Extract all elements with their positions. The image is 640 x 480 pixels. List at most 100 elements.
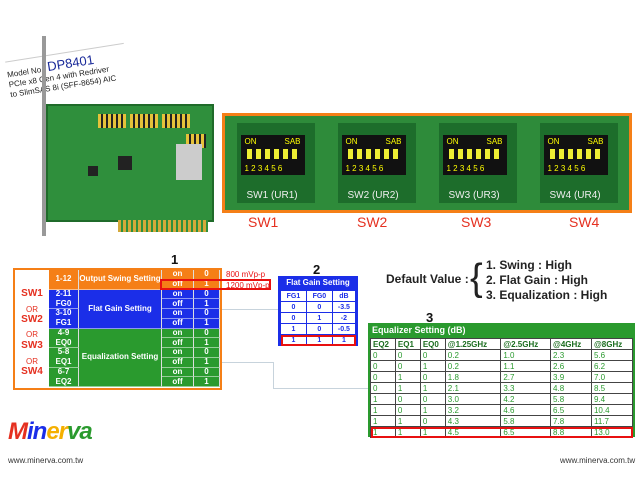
switch-name-2: SW2 (357, 214, 388, 230)
switch-label-sw4: SW4 (21, 366, 43, 377)
flat-gain-cell: -3.5 (331, 301, 357, 313)
website-left[interactable]: www.minerva.com.tw (8, 456, 84, 465)
equalizer-cell: @4GHz (550, 338, 592, 350)
dip-numbers: 1 2 3 4 5 6 (446, 164, 485, 173)
equalizer-cell: 1 (370, 426, 396, 438)
equalizer-cell: EQ2 (370, 338, 396, 350)
group-flat-gain-setting: Flat Gain Setting (79, 289, 162, 329)
state-cell: off (162, 377, 194, 387)
switch-board-label: SW4 (UR4) (549, 190, 601, 201)
swing-note-800: 800 mVp-p (226, 270, 266, 279)
flat-gain-cell: 1 (305, 334, 333, 346)
flat-gain-cell: FG0 (305, 290, 333, 302)
equalizer-cell: 13.0 (590, 426, 634, 438)
value-cell: 0 (194, 347, 220, 358)
or-label: OR (26, 357, 38, 366)
equalizer-cell: 0.2 (444, 360, 502, 372)
pin-signal: EQ0 (55, 337, 72, 347)
equalizer-cell: 4.6 (500, 404, 552, 416)
pin-number: 2-11 (55, 288, 72, 298)
or-label: OR (26, 305, 38, 314)
dip-on-label: ON (446, 137, 459, 146)
equalizer-cell: 1 (394, 382, 421, 394)
default-value-label: Default Value : (386, 272, 469, 286)
flat-gain-cell: 0 (280, 312, 307, 324)
equalizer-cell: 5.6 (590, 349, 634, 361)
equalizer-cell: 8.8 (550, 426, 592, 438)
state-cell: off (162, 338, 194, 348)
equalizer-cell: 7.8 (550, 415, 592, 427)
equalizer-cell: 1 (419, 360, 446, 372)
equalizer-cell: 4.3 (444, 415, 502, 427)
equalizer-cell: 0 (370, 371, 396, 383)
website-right[interactable]: www.minerva.com.tw (560, 456, 636, 465)
switch-name-3: SW3 (461, 214, 492, 230)
equalizer-cell: 1 (394, 371, 421, 383)
flat-gain-cell: 0 (305, 301, 333, 313)
equalizer-cell: 1 (370, 415, 396, 427)
state-cell: off (162, 299, 194, 309)
dip-levers (448, 149, 501, 159)
equalizer-cell: 6.5 (500, 426, 552, 438)
marker-2: 2 (313, 262, 321, 277)
switch-label-sw3: SW3 (21, 340, 43, 351)
value-cell: 1 (194, 377, 220, 387)
switch-board-label: SW2 (UR2) (347, 190, 399, 201)
value-cell: 0 (194, 328, 220, 339)
equalizer-cell: 3.2 (444, 404, 502, 416)
dip-numbers: 1 2 3 4 5 6 (345, 164, 384, 173)
dip-numbers: 1 2 3 4 5 6 (547, 164, 586, 173)
equalizer-cell: 0 (419, 393, 446, 405)
pcb-board-image (42, 36, 214, 236)
dip-sab-label: SAB (385, 137, 402, 146)
flat-gain-cell: dB (331, 290, 357, 302)
equalizer-cell: @2.5GHz (500, 338, 552, 350)
flat-gain-cell: -2 (331, 312, 357, 324)
marker-1: 1 (171, 252, 179, 267)
pin-signal: FG0 (55, 298, 72, 308)
pin-number: 4-9 (57, 327, 70, 337)
equalizer-cell: 3.9 (550, 371, 592, 383)
switch-name-4: SW4 (569, 214, 600, 230)
equalizer-cell: 11.7 (590, 415, 634, 427)
equalizer-cell: 1.8 (444, 371, 502, 383)
default-flat-gain: 2. Flat Gain : High (486, 273, 589, 287)
pin-signal: EQ1 (55, 357, 72, 367)
equalizer-cell: 1 (370, 393, 396, 405)
dip-sab-label: SAB (587, 137, 604, 146)
equalizer-cell: 1 (370, 404, 396, 416)
equalizer-cell: 0 (370, 382, 396, 394)
flat-gain-cell: 1 (280, 334, 307, 346)
switch-name-1: SW1 (248, 214, 279, 230)
flat-gain-cell: 1 (280, 323, 307, 335)
group-output-swing-setting: Output Swing Setting (79, 270, 162, 290)
equalizer-cell: 0 (394, 393, 421, 405)
switch-board-label: SW1 (UR1) (246, 190, 298, 201)
default-values: 1. Swing : High 2. Flat Gain : High 3. E… (486, 258, 607, 303)
value-cell: 0 (194, 308, 220, 319)
model-label-card: Model No.: DP8401 PCIe x8 Gen 4 with Red… (5, 42, 131, 108)
state-cell: on (162, 308, 194, 319)
equalizer-cell: 7.0 (590, 371, 634, 383)
switch-label-sw2: SW2 (21, 314, 43, 325)
minerva-logo: Minerva (8, 418, 93, 445)
equalizer-cell: 4.8 (550, 382, 592, 394)
equalizer-cell: 5.8 (550, 393, 592, 405)
